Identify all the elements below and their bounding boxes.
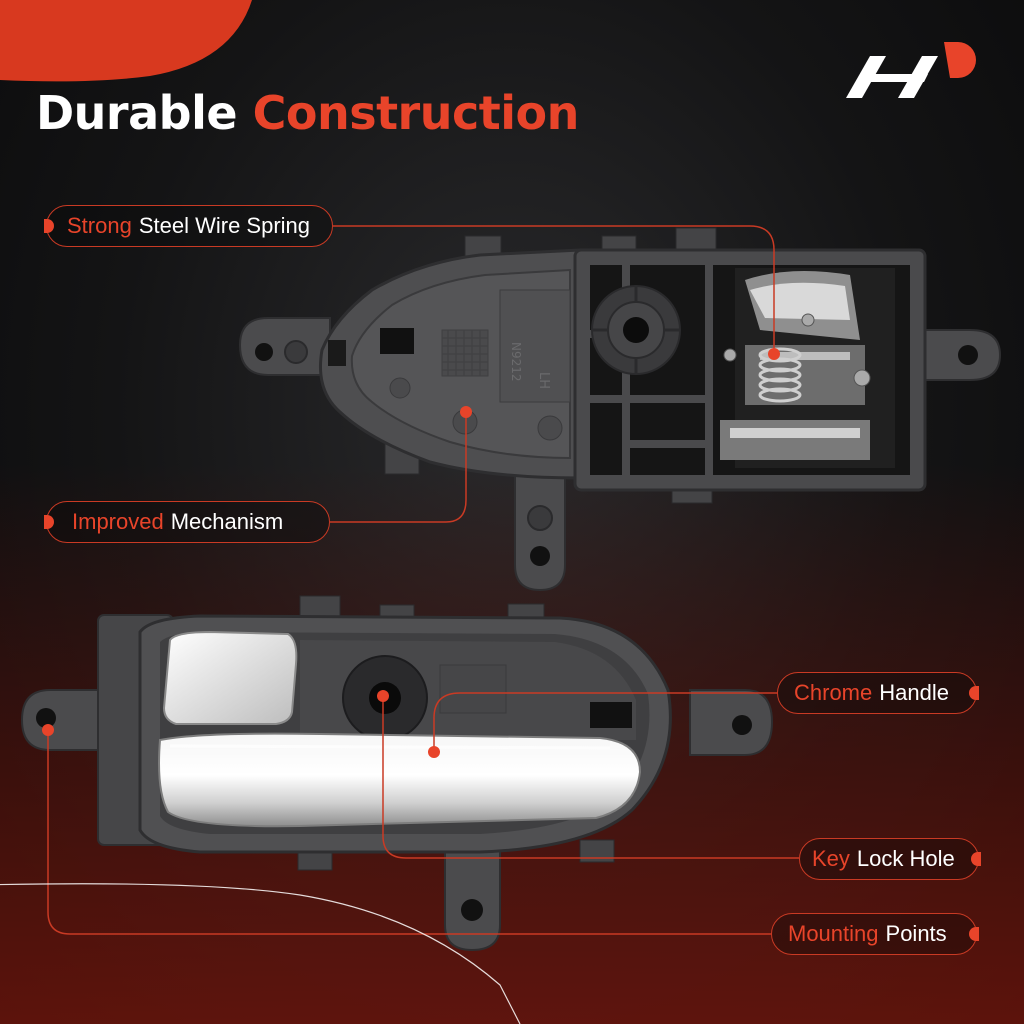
handle-back-view: LH N9212: [238, 227, 1002, 592]
callout-keyhole-text: Lock Hole: [856, 846, 955, 871]
callout-anchor-dots: [42, 348, 780, 758]
title-word-orange: Construction: [252, 86, 580, 140]
callout-keyhole-accent: Key: [812, 846, 850, 871]
callout-spring-accent: Strong: [67, 213, 132, 238]
callout-handle: Chrome Handle: [777, 672, 979, 714]
callout-mounting-text: Points: [885, 921, 947, 946]
bullet-icon: [40, 515, 54, 529]
corner-accent-shape: [0, 0, 252, 82]
decorative-arc: [0, 883, 521, 1024]
callout-mechanism-accent: Improved: [72, 509, 164, 534]
callout-mounting-accent: Mounting: [788, 921, 879, 946]
title-word-white: Durable: [36, 86, 238, 140]
bullet-icon: [969, 686, 983, 700]
handle-front-view: [20, 595, 774, 952]
callout-spring: Strong Steel Wire Spring: [44, 205, 333, 247]
brand-logo-icon: [846, 42, 976, 98]
part-side-marking: LH: [536, 372, 551, 389]
callout-mechanism-text: Mechanism: [170, 509, 284, 534]
callout-leader-lines: [47, 225, 799, 935]
callout-keyhole: Key Lock Hole: [799, 838, 981, 880]
part-code-marking: N9212: [509, 342, 523, 382]
callout-mounting: Mounting Points: [771, 913, 979, 955]
page-title: Durable Construction: [36, 86, 579, 140]
bullet-icon: [40, 219, 54, 233]
callout-handle-text: Handle: [879, 680, 949, 705]
callout-handle-accent: Chrome: [794, 680, 873, 705]
callout-spring-text: Steel Wire Spring: [138, 213, 311, 238]
bullet-icon: [969, 927, 983, 941]
callout-mechanism: Improved Mechanism: [44, 501, 330, 543]
bullet-icon: [971, 852, 985, 866]
